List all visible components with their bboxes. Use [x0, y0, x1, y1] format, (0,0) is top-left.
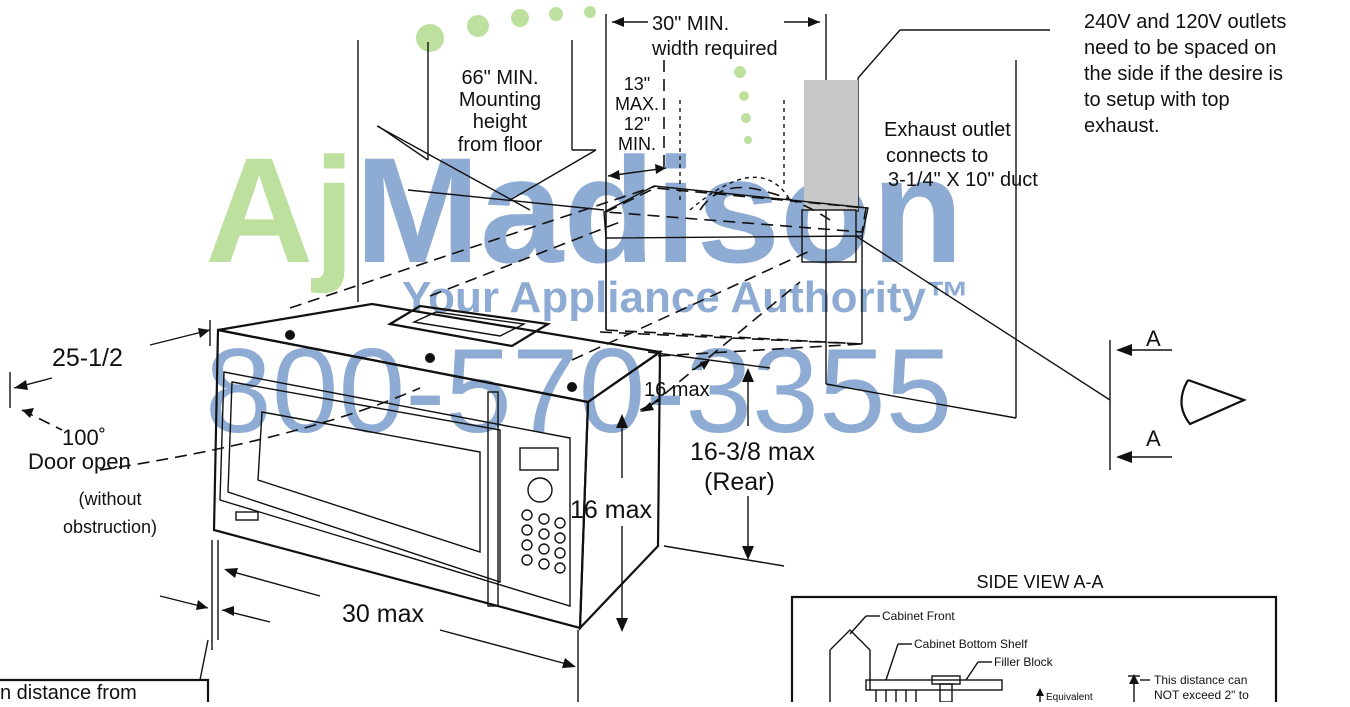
exhaust-note-1: Exhaust outlet [884, 119, 1011, 141]
gap-label-3: 12" [624, 114, 650, 134]
width-label: 30 max [342, 600, 424, 628]
callout-box [0, 639, 210, 702]
watermark-dots [416, 6, 752, 144]
outlets-note-3: the side if the desire is [1084, 63, 1283, 85]
gap-label-1: 13" [624, 74, 650, 94]
equivalent-label: Equivalent [1046, 692, 1093, 702]
watermark-phone: 800-570-3355 [205, 324, 952, 458]
door-open-note-1: (without [78, 489, 141, 509]
mount-height-label-4: from floor [458, 134, 543, 156]
depth-label: 25-1/2 [52, 344, 123, 372]
height-label: 16 max [570, 496, 652, 524]
cabinet-front-label: Cabinet Front [882, 609, 955, 623]
angle-label: 100˚ [62, 425, 106, 450]
rear-height-label-1: 16-3/8 max [690, 438, 816, 466]
gap-label-2: MAX. [615, 94, 659, 114]
side-view-inset [790, 595, 1278, 707]
section-a-top-label: A [1146, 326, 1161, 351]
mount-height-label-3: height [473, 111, 528, 133]
outlets-note-5: exhaust. [1084, 115, 1160, 137]
microwave [99, 302, 663, 631]
watermark-brand-madison: Madison [355, 126, 963, 294]
rear-height-label-2: (Rear) [704, 468, 775, 496]
depth-top-label: 16 max [644, 379, 710, 401]
distance-note-1: This distance can [1154, 673, 1247, 687]
filler-block-label: Filler Block [994, 655, 1054, 669]
section-a-bottom-label: A [1146, 426, 1161, 451]
bottom-callout-text: n distance from [0, 682, 137, 702]
width-required-label: 30" MIN. [652, 13, 729, 35]
labels: 30" MIN. width required 66" MIN. Mountin… [0, 11, 1286, 704]
watermark: Aj Madison Your Appliance Authority™ 800… [205, 6, 970, 458]
side-view-title: SIDE VIEW A-A [976, 572, 1103, 592]
door-open-note-2: obstruction) [63, 517, 157, 537]
exhaust-duct-shape [804, 80, 858, 210]
distance-note-2: NOT exceed 2" to [1154, 688, 1249, 702]
width-required-label-2: width required [651, 38, 778, 60]
door-open-label: Door open [28, 449, 131, 474]
exhaust-note-2: connects to [886, 145, 988, 167]
watermark-tagline: Your Appliance Authority™ [402, 273, 970, 322]
gap-label-4: MIN. [618, 134, 656, 154]
exhaust-note-3: 3-1/4" X 10" duct [888, 169, 1038, 191]
cabinet-bottom-shelf-label: Cabinet Bottom Shelf [914, 637, 1028, 651]
clearance-dashes [289, 185, 863, 407]
outlets-note-2: need to be spaced on [1084, 37, 1276, 59]
dimension-lines [9, 17, 1247, 702]
keypad [521, 509, 566, 574]
outlets-note-4: to setup with top [1084, 89, 1230, 111]
outlets-note-1: 240V and 120V outlets [1084, 11, 1286, 33]
mount-height-label-1: 66" MIN. [461, 67, 538, 89]
mount-height-label-2: Mounting [459, 89, 541, 111]
watermark-brand-aj: Aj [205, 126, 355, 294]
